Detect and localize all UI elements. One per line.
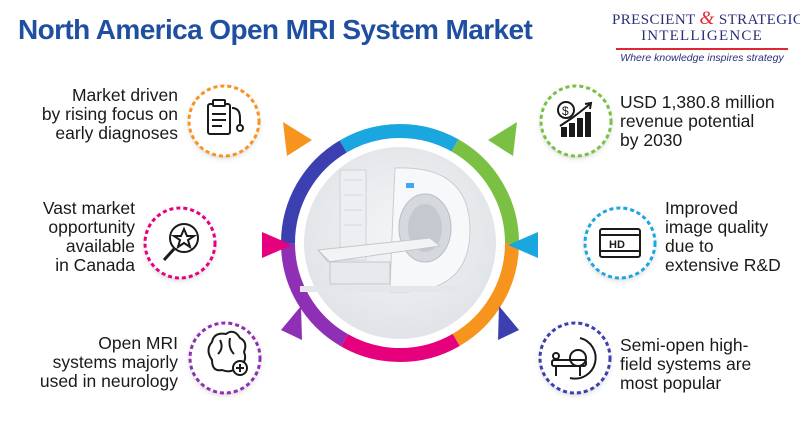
- feature-diagnoses-text: Market driven by rising focus on early d…: [41, 85, 178, 143]
- icon-circle-semi-open: [538, 321, 612, 395]
- feature-semi-open-text: Semi-open high- field systems are most p…: [620, 335, 752, 393]
- logo-line2: INTELLIGENCE: [641, 28, 763, 44]
- arrow-green: [488, 122, 517, 156]
- arrow-indigo: [498, 306, 519, 340]
- clipboard-stethoscope-icon: [207, 99, 244, 135]
- dollar-growth-chart-icon: $: [557, 101, 593, 137]
- logo-tagline: Where knowledge inspires strategy: [620, 52, 784, 64]
- mri-scanner-icon: [551, 337, 597, 380]
- rainbow-ring: [281, 124, 519, 362]
- icon-circle-image-quality: [583, 206, 657, 280]
- feature-image-quality-text: Improved image quality due to extensive …: [665, 198, 781, 275]
- feature-revenue-text: USD 1,380.8 million revenue potential by…: [620, 92, 775, 150]
- brain-plus-icon: [207, 330, 248, 376]
- arrow-purple: [281, 306, 302, 340]
- arrow-magenta: [262, 232, 292, 258]
- logo-divider: [616, 48, 788, 50]
- feature-neurology-text: Open MRI systems majorly used in neurolo…: [39, 333, 178, 391]
- mri-machine-illustration: [300, 167, 480, 293]
- arrow-orange: [283, 122, 312, 156]
- arrow-cyan: [508, 232, 538, 258]
- svg-text:$: $: [562, 104, 569, 118]
- magnifier-star-icon: [162, 223, 199, 262]
- icon-circle-revenue: [539, 84, 613, 158]
- page-title: North America Open MRI System Market: [18, 14, 533, 45]
- svg-text:HD: HD: [609, 239, 625, 251]
- hd-film-icon: HD: [599, 228, 641, 258]
- logo-line1: PRESCIENT & STRATEGIC: [612, 8, 800, 29]
- feature-canada-text: Vast market opportunity available in Can…: [42, 198, 135, 275]
- company-logo: PRESCIENT & STRATEGIC INTELLIGENCE Where…: [612, 8, 800, 74]
